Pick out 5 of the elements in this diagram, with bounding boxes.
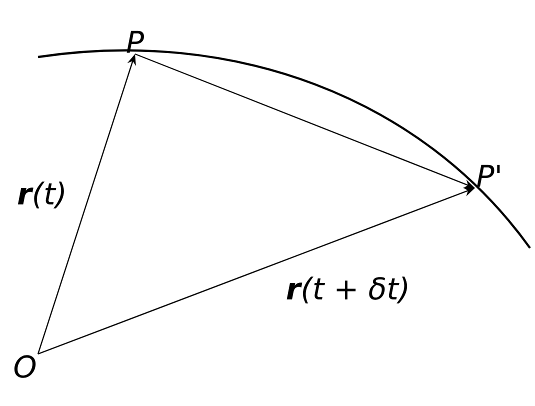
edge-label: r(t + δt) <box>286 276 408 304</box>
edge-label: r(t) <box>18 182 64 208</box>
point-label: P <box>126 30 144 53</box>
point-label: P' <box>477 164 500 187</box>
point-label: O <box>14 355 36 378</box>
